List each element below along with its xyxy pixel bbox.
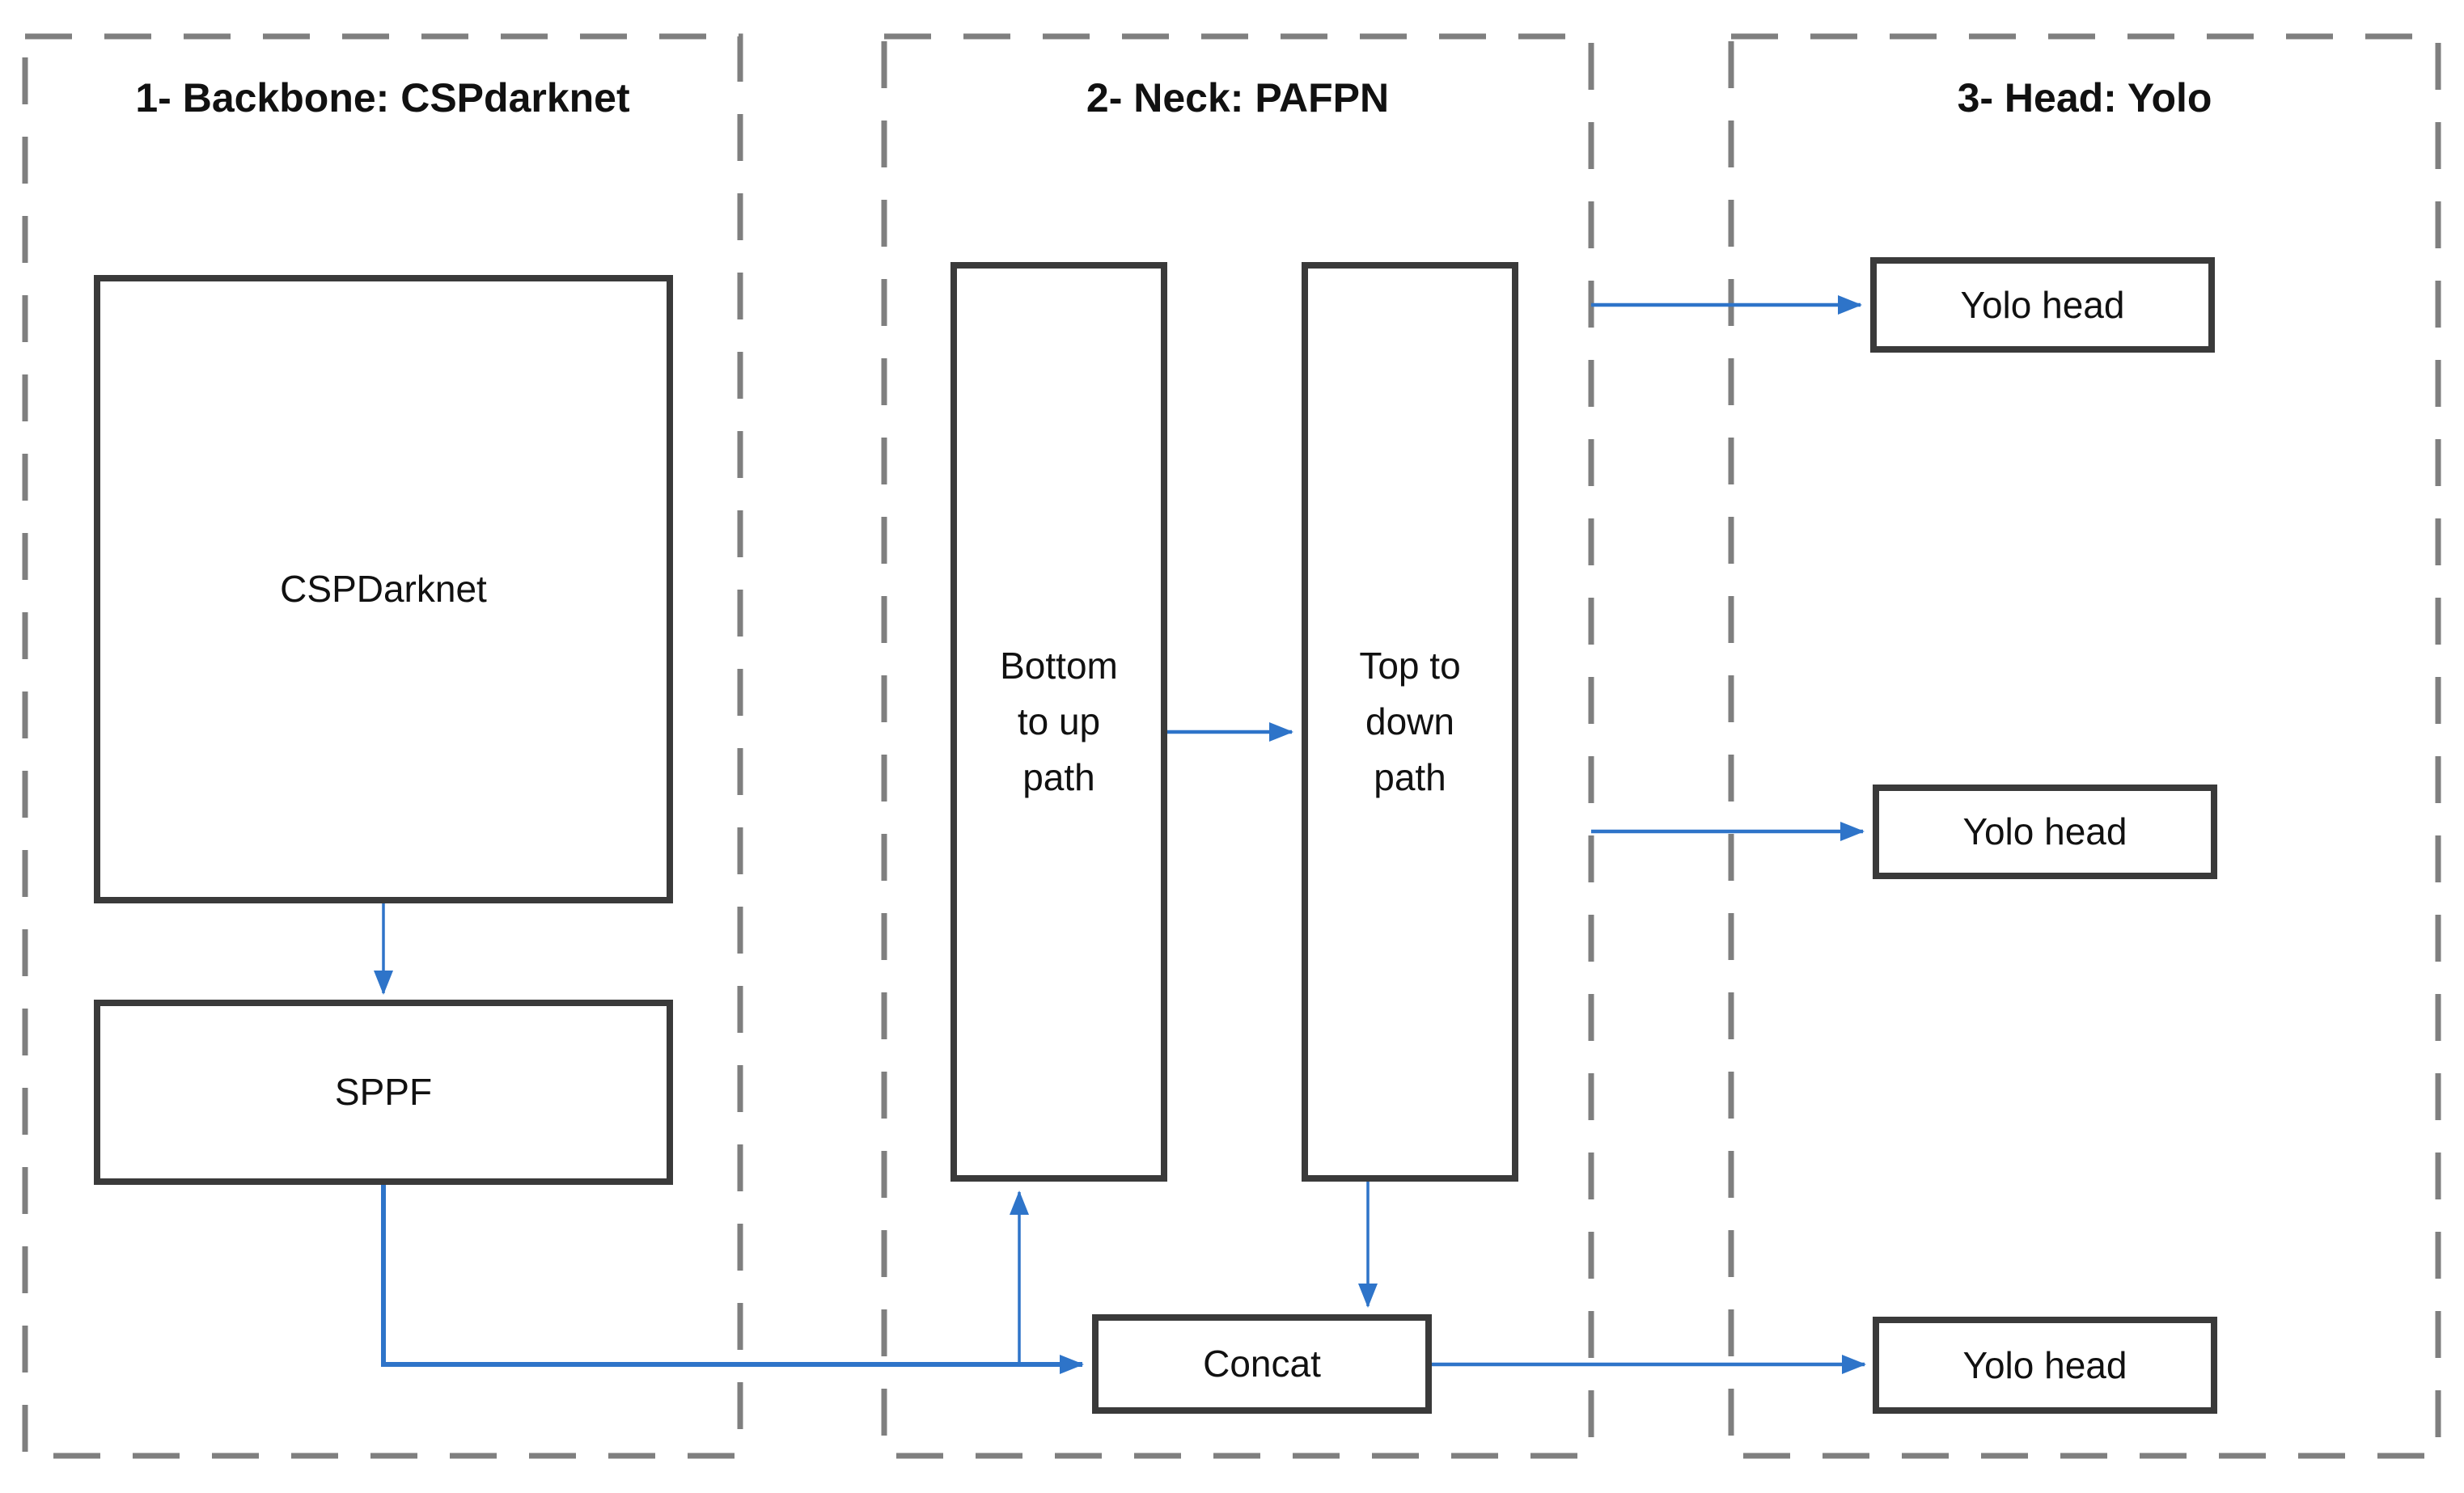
node-yolo-head-1: Yolo head bbox=[1870, 257, 2215, 353]
node-concat: Concat bbox=[1092, 1314, 1432, 1414]
section-title-backbone: 1- Backbone: CSPdarknet bbox=[135, 75, 630, 121]
node-sppf-label: SPPF bbox=[334, 1071, 433, 1113]
head-section-border bbox=[1728, 33, 2441, 1459]
node-yolo-head-2-label: Yolo head bbox=[1962, 810, 2127, 852]
node-yolo-head-3: Yolo head bbox=[1873, 1317, 2217, 1414]
node-bottom-up-path-label: Bottom to up path bbox=[1000, 645, 1118, 798]
node-yolo-head-3-label: Yolo head bbox=[1962, 1343, 2127, 1386]
node-yolo-head-2: Yolo head bbox=[1873, 785, 2217, 879]
node-sppf: SPPF bbox=[94, 1000, 673, 1185]
backbone-section-border bbox=[22, 33, 743, 1459]
node-concat-label: Concat bbox=[1203, 1343, 1321, 1385]
section-title-head: 3- Head: Yolo bbox=[1957, 75, 2212, 121]
edge-sppf-to-concat bbox=[381, 1185, 1084, 1374]
node-top-down-path: Top to down path bbox=[1302, 262, 1518, 1182]
node-yolo-head-1-label: Yolo head bbox=[1960, 283, 2125, 326]
node-cspdarknet: CSPDarknet bbox=[94, 275, 673, 903]
neck-section-border bbox=[881, 33, 1594, 1459]
node-cspdarknet-label: CSPDarknet bbox=[280, 568, 487, 610]
node-top-down-path-label: Top to down path bbox=[1359, 645, 1461, 798]
section-title-neck: 2- Neck: PAFPN bbox=[1086, 75, 1390, 121]
node-bottom-up-path: Bottom to up path bbox=[950, 262, 1167, 1182]
